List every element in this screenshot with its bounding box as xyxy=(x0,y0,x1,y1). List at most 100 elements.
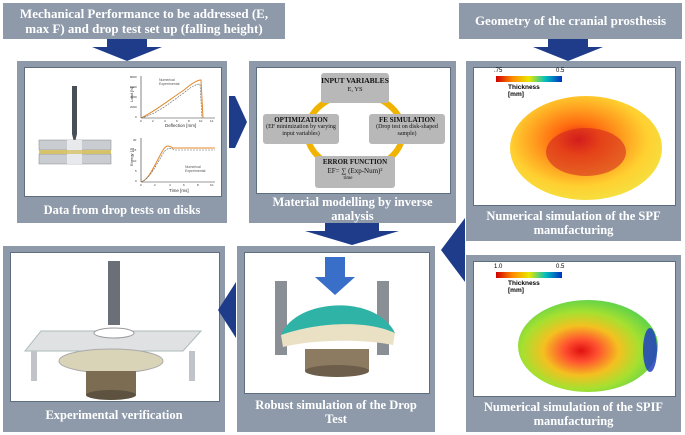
box-input-variables: INPUT VARIABLES E, YS xyxy=(321,73,389,103)
load-series-numerical xyxy=(140,79,204,119)
impactor-rod xyxy=(72,86,77,134)
spif-scale-min: 1.0 xyxy=(494,264,503,270)
opt-title: OPTIMIZATION xyxy=(274,116,328,124)
panel-spif: 1.0 0.5 Thickness [mm] Numerical simulat… xyxy=(466,255,681,432)
spif-colorbar xyxy=(496,272,562,278)
load-xtick-4: 8 xyxy=(188,119,190,123)
experimental-image xyxy=(10,252,220,402)
load-xtick-5: 10 xyxy=(199,119,203,123)
arrow-robust-to-experimental xyxy=(218,282,236,338)
load-ytick-4: 0 xyxy=(135,115,137,119)
load-ylabel: Load [N] xyxy=(129,87,134,102)
energy-xtick-1: 2 xyxy=(154,183,156,187)
energy-xlabel: Time [ms] xyxy=(169,188,189,193)
panel-experimental: Experimental verification xyxy=(3,246,225,432)
energy-xtick-2: 4 xyxy=(169,183,171,187)
spf-thickness-label: Thickness [mm] xyxy=(508,84,540,98)
energy-ytick-4: 0 xyxy=(135,179,137,183)
load-deflection-chart: Load [N] Deflection [mm] Numerical Exper… xyxy=(129,75,215,128)
load-series-experimental xyxy=(140,83,203,119)
panel-robust: Robust simulation of the Drop Test xyxy=(237,246,435,432)
drop-test-illustration xyxy=(38,86,112,165)
load-ytick-3: 2000 xyxy=(130,105,137,109)
panel-inverse-analysis: INPUT VARIABLES E, YS OPTIMIZATION (EF m… xyxy=(249,61,456,223)
energy-legend-1: Experimental xyxy=(185,169,206,173)
exp-sample xyxy=(58,348,164,374)
load-ytick-2: 4000 xyxy=(130,95,137,99)
energy-xtick-5: 10 xyxy=(210,183,214,187)
load-ytick-0: 8000 xyxy=(130,75,137,79)
robust-base xyxy=(305,349,369,371)
experimental-caption: Experimental verification xyxy=(45,408,183,422)
header-right-text: Geometry of the cranial prosthesis xyxy=(474,13,667,28)
spif-image: 1.0 0.5 Thickness [mm] xyxy=(473,261,676,397)
experimental-setup xyxy=(23,261,203,400)
arrow-header-right-down xyxy=(533,39,603,61)
spif-scale-max: 0.5 xyxy=(556,264,565,270)
spf-image: .75 0.5 Thickness [mm] xyxy=(473,67,676,206)
header-right: Geometry of the cranial prosthesis xyxy=(459,3,682,39)
arrow-inverse-to-robust xyxy=(305,223,399,245)
load-xtick-2: 4 xyxy=(164,119,166,123)
impactor-tip xyxy=(72,134,77,144)
load-xlabel: Deflection [mm] xyxy=(165,123,196,128)
panel-spf: .75 0.5 Thickness [mm] Numerical simulat… xyxy=(466,61,681,241)
spf-scale-max: 0.5 xyxy=(556,68,565,74)
fe-sub: (Drop test on disk-shaped sample) xyxy=(376,124,438,137)
spif-caption: Numerical simulation of the SPIF manufac… xyxy=(483,400,664,428)
header-left-text: Mechanical Performance to be addressed (… xyxy=(19,6,269,36)
input-title: INPUT VARIABLES xyxy=(321,76,389,85)
energy-xtick-3: 6 xyxy=(183,183,185,187)
inverse-caption: Material modelling by inverse analysis xyxy=(272,195,433,223)
energy-xtick-4: 8 xyxy=(197,183,199,187)
spf-scale-min: .75 xyxy=(494,68,503,74)
robust-arrow-head xyxy=(315,277,355,295)
energy-ytick-0: 20 xyxy=(133,138,137,142)
panel-drop-tests: Load [N] Deflection [mm] Numerical Exper… xyxy=(17,61,227,223)
energy-ytick-3: 5 xyxy=(135,169,137,173)
energy-ytick-1: 15 xyxy=(133,148,137,152)
energy-ytick-2: 10 xyxy=(133,159,137,163)
load-legend-0: Numerical xyxy=(159,78,175,82)
energy-series-numerical xyxy=(140,145,215,183)
header-left: Mechanical Performance to be addressed (… xyxy=(3,3,285,39)
arrow-geometry-to-robust xyxy=(441,218,465,282)
load-ytick-1: 6000 xyxy=(130,85,137,89)
opt-sub: (EF minimization by varying input variab… xyxy=(266,124,336,137)
load-xtick-1: 2 xyxy=(152,119,154,123)
exp-plate xyxy=(23,330,203,352)
input-sub: E, YS xyxy=(347,86,363,93)
box-optimization: OPTIMIZATION (EF minimization by varying… xyxy=(263,114,339,144)
err-sum-label: time xyxy=(343,176,353,181)
load-legend-1: Experimental xyxy=(159,82,180,86)
err-formula: EF= ∑ (Exp-Num)² xyxy=(327,167,383,175)
energy-legend-0: Numerical xyxy=(185,165,201,169)
load-xtick-3: 6 xyxy=(176,119,178,123)
energy-xtick-0: 0 xyxy=(140,183,142,187)
load-xtick-6: 12 xyxy=(210,119,214,123)
robust-simulation xyxy=(275,257,395,377)
spf-colorbar xyxy=(496,76,562,82)
spif-thickness-label: Thickness [mm] xyxy=(508,280,540,294)
box-fe-simulation: FE SIMULATION (Drop test on disk-shaped … xyxy=(369,114,445,144)
inverse-analysis-image: INPUT VARIABLES E, YS OPTIMIZATION (EF m… xyxy=(256,67,451,194)
spif-thickness-map xyxy=(496,272,658,392)
robust-arrow-shaft xyxy=(325,257,345,279)
spf-caption: Numerical simulation of the SPF manufact… xyxy=(486,209,661,237)
robust-caption: Robust simulation of the Drop Test xyxy=(255,398,417,426)
robust-image xyxy=(244,252,430,394)
drop-tests-caption: Data from drop tests on disks xyxy=(43,203,201,217)
spif-prosthesis xyxy=(518,300,658,392)
fe-title: FE SIMULATION xyxy=(378,116,436,124)
energy-series-experimental xyxy=(140,148,215,183)
arrow-header-left-down xyxy=(92,39,162,61)
load-xtick-0: 0 xyxy=(140,119,142,123)
err-title: ERROR FUNCTION xyxy=(322,158,388,166)
energy-time-chart: Energy [J] Time [ms] Numerical Experimen… xyxy=(129,138,215,193)
drop-tests-image: Load [N] Deflection [mm] Numerical Exper… xyxy=(24,67,222,197)
box-error-function: ERROR FUNCTION EF= ∑ (Exp-Num)² time xyxy=(315,156,395,188)
arrow-drop-to-inverse xyxy=(229,96,247,148)
exp-impactor xyxy=(108,261,120,325)
spf-thickness-map xyxy=(496,76,662,200)
energy-ylabel: Energy [J] xyxy=(129,148,134,166)
